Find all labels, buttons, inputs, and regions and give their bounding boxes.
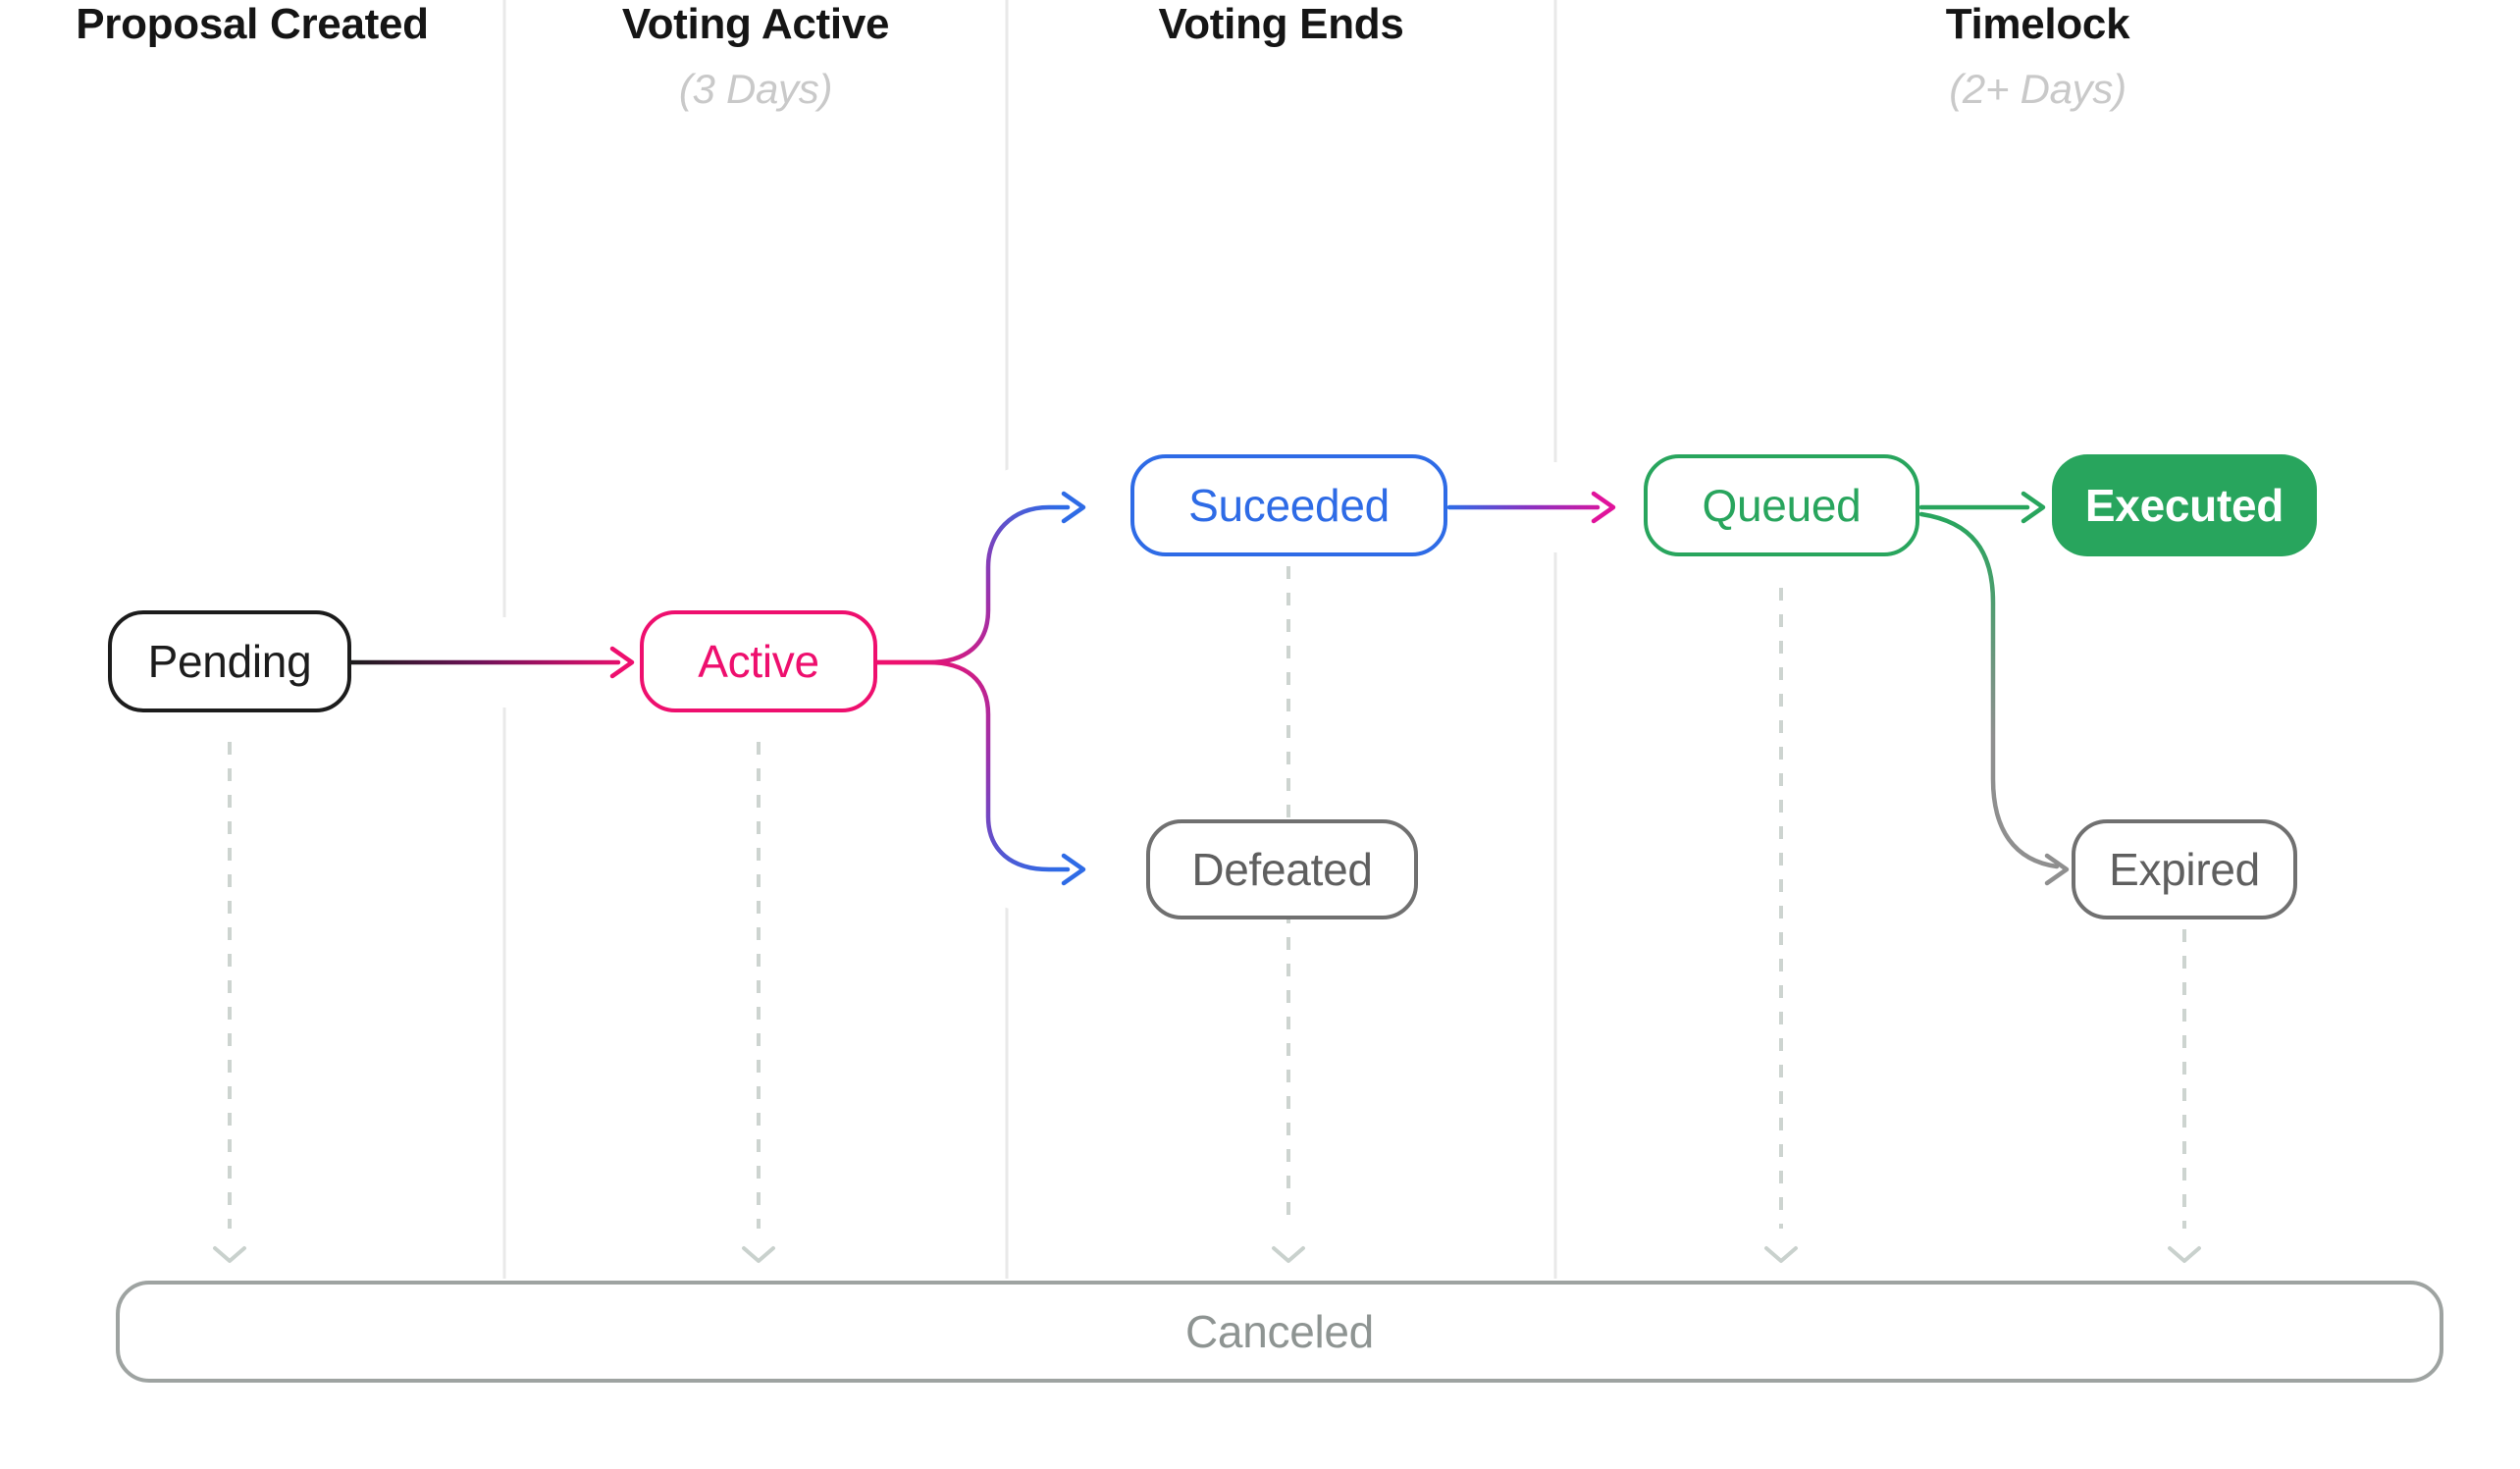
edge-active-suceeded [874,491,1086,665]
node-pending: Pending [108,610,351,712]
node-label: Executed [2084,480,2284,531]
edge-active-defeated [874,659,1086,886]
column-title: Proposal Created [76,0,429,48]
column-title: Voting Active [621,0,890,48]
node-label: Queued [1702,480,1862,531]
node-suceeded: Suceeded [1130,454,1447,556]
dashed-arrowhead-icon [1272,1246,1305,1263]
column-title: Voting Ends [1158,0,1404,48]
edge-suceeded-queued [1446,491,1616,524]
dashed-arrowhead-icon [742,1246,775,1263]
arrowhead-icon [1061,853,1086,886]
node-label: Suceeded [1188,480,1390,531]
dashed-arrowhead-icon [1764,1246,1798,1263]
node-queued: Queued [1644,454,1919,556]
node-active: Active [640,610,877,712]
column-title: Timelock [1945,0,2130,48]
node-executed: Executed [2052,454,2317,556]
arrowhead-icon [2044,853,2070,886]
dashed-arrowhead-icon [213,1246,246,1263]
arrowhead-icon [1591,491,1616,524]
node-label: Canceled [1185,1306,1374,1357]
node-label: Expired [2109,844,2260,895]
column-header-voting-active: Voting Active (3 Days) [504,0,1007,113]
arrowhead-icon [1061,491,1086,524]
edge-queued-expired [1918,511,2070,886]
edge-queued-executed [1918,491,2046,524]
node-defeated: Defeated [1146,819,1418,919]
node-expired: Expired [2072,819,2297,919]
column-subtitle: (2+ Days) [1949,66,2126,112]
node-label: Pending [147,636,312,687]
edge-pending-active [348,646,635,679]
node-canceled: Canceled [116,1281,2443,1383]
column-header-proposal-created: Proposal Created [0,0,504,49]
arrowhead-icon [2021,491,2046,524]
column-header-timelock: Timelock (2+ Days) [1555,0,2520,113]
node-label: Defeated [1191,844,1373,895]
column-subtitle: (3 Days) [678,66,833,112]
dashed-arrowhead-icon [2168,1246,2201,1263]
arrowhead-icon [609,646,635,679]
node-label: Active [698,636,819,687]
column-header-voting-ends: Voting Ends [1007,0,1555,49]
edge-halos [351,462,2066,915]
